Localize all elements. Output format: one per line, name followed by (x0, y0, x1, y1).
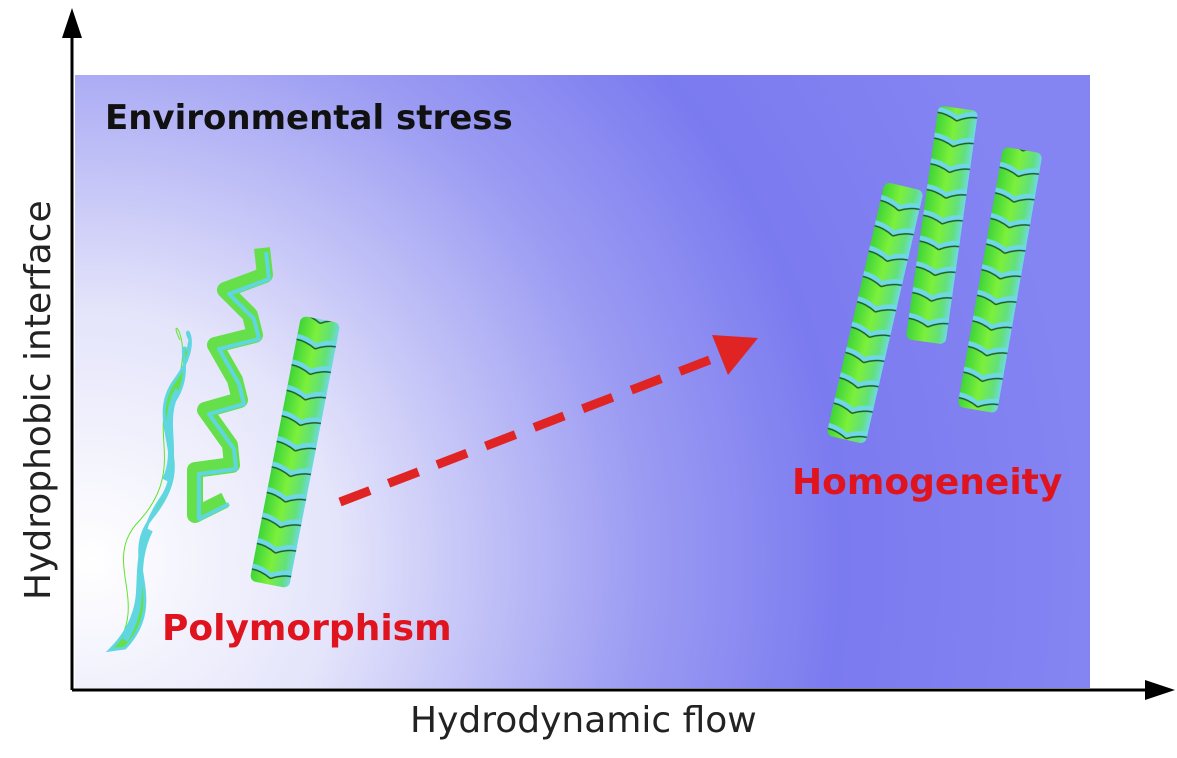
diagram-title: Environmental stress (105, 98, 513, 138)
helical-ribbon-fibril (187, 247, 273, 523)
background-panel (75, 75, 1090, 688)
nanotube-fibril-right-3 (958, 147, 1042, 413)
y-axis-label: Hydrophobic interface (18, 200, 59, 600)
polymorphism-label: Polymorphism (162, 608, 452, 649)
homogeneity-label: Homogeneity (792, 462, 1063, 503)
nanotube-fibril-left (250, 316, 340, 588)
nanotube-fibril-right-2 (906, 106, 978, 344)
transition-arrow (338, 351, 722, 507)
x-axis-arrowhead (1145, 680, 1175, 700)
y-axis-arrowhead (62, 8, 82, 38)
twisted-ribbon-fibril (105, 327, 192, 653)
transition-arrowhead (712, 335, 758, 375)
x-axis-label: Hydrodynamic flow (410, 700, 757, 741)
nanotube-fibril-right-1 (827, 183, 923, 443)
